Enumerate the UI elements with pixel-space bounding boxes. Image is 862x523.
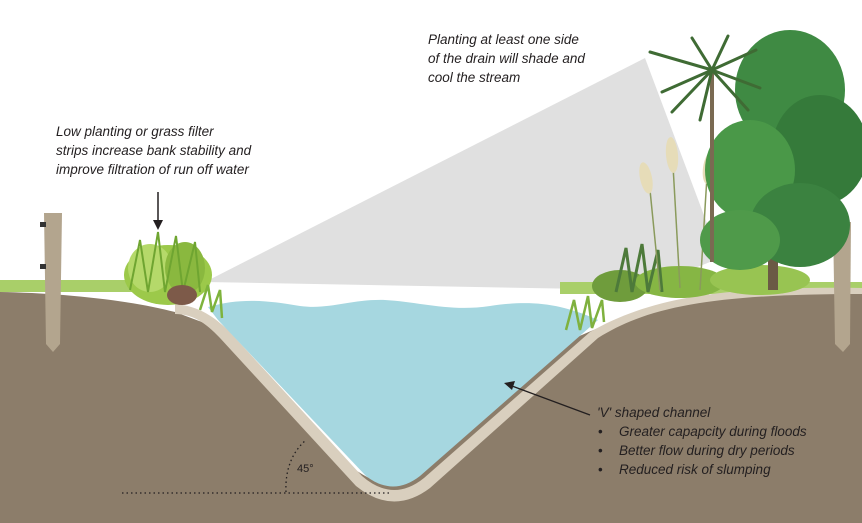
shade-annotation: Planting at least one side of the drain … — [428, 30, 585, 87]
channel-benefit-item: Greater capapcity during floods — [597, 422, 807, 441]
shade-annotation-line: of the drain will shade and — [428, 51, 585, 66]
arrow-icon — [504, 381, 591, 416]
cabbage-tree-icon — [648, 34, 762, 262]
toetoe-grass-icon — [639, 137, 716, 291]
filter-annotation-line: improve filtration of run off water — [56, 162, 249, 177]
water — [208, 299, 598, 487]
filter-annotation-line: strips increase bank stability and — [56, 143, 252, 158]
native-tree-icon — [700, 30, 862, 290]
channel-annotation: 'V' shaped channel Greater capapcity dur… — [597, 403, 807, 479]
fence-post-icon — [40, 213, 62, 352]
channel-benefit-item: Reduced risk of slumping — [597, 460, 807, 479]
shade-cone — [205, 58, 720, 290]
filter-annotation-line: Low planting or grass filter — [56, 124, 214, 139]
fence-post-icon — [833, 222, 851, 352]
grass-clump-icon — [124, 231, 224, 319]
channel-heading: 'V' shaped channel — [597, 405, 711, 420]
channel-benefit-item: Better flow during dry periods — [597, 441, 807, 460]
channel-benefits-list: Greater capapcity during floods Better f… — [597, 422, 807, 479]
flax-plant-icon — [614, 243, 664, 293]
filter-strip-annotation: Low planting or grass filter strips incr… — [56, 122, 251, 179]
shade-annotation-line: Planting at least one side — [428, 32, 579, 47]
shade-annotation-line: cool the stream — [428, 70, 521, 85]
arrow-icon — [153, 192, 163, 230]
angle-label: 45° — [297, 463, 314, 475]
angle-arc — [285, 439, 307, 493]
